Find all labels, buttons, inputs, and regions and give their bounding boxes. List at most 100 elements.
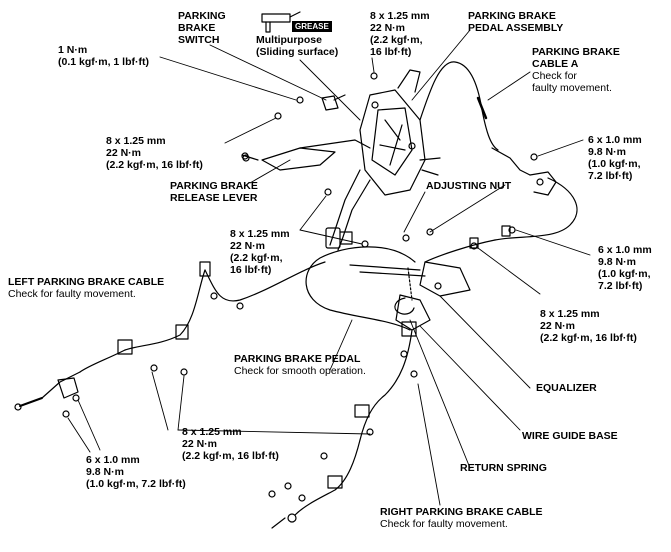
label-line: 7.2 lbf·ft)	[598, 280, 643, 292]
label-line: (1.0 kgf·m, 7.2 lbf·ft)	[86, 478, 186, 490]
bolt-icon	[470, 242, 478, 250]
label-line: Check for faulty movement.	[380, 518, 508, 530]
bolt-icon	[410, 370, 418, 378]
label-line: Check for faulty movement.	[8, 288, 136, 300]
bolt-icon	[150, 364, 158, 372]
label-line: Multipurpose	[256, 34, 322, 46]
label-line: 22 N·m	[540, 320, 576, 332]
equalizer-drawing	[349, 261, 471, 337]
label-torque-6mm-upper: 6 x 1.0 mm 9.8 N·m (1.0 kgf·m, 7.2 lbf·f…	[588, 134, 642, 182]
bolt-icon	[296, 96, 304, 104]
pedal-assembly-drawing	[325, 69, 441, 251]
label-line: faulty movement.	[532, 82, 612, 94]
bolt-icons	[62, 72, 516, 502]
label-line: PARKING BRAKE	[468, 10, 556, 22]
label-line: (1.0 kgf·m,	[588, 158, 641, 170]
label-adjusting-nut: ADJUSTING NUT	[426, 180, 511, 192]
label-line: 8 x 1.25 mm	[370, 10, 430, 22]
label-line: 22 N·m	[182, 438, 218, 450]
label-line: 6 x 1.0 mm	[588, 134, 642, 146]
label-line: 9.8 N·m	[588, 146, 626, 158]
label-line: 6 x 1.0 mm	[598, 244, 652, 256]
label-line: 22 N·m	[230, 240, 266, 252]
label-parking-brake-switch: PARKING BRAKE SWITCH	[178, 10, 226, 46]
right-cable-loop-drawing	[305, 246, 416, 331]
label-torque-left-mid: 8 x 1.25 mm 22 N·m (2.2 kgf·m, 16 lbf·ft…	[106, 135, 203, 171]
label-multipurpose-grease: Multipurpose (Sliding surface)	[256, 34, 338, 58]
label-line: (2.2 kgf·m,	[230, 252, 283, 264]
bolt-icon	[324, 188, 332, 196]
pedal-pad-icon	[325, 227, 341, 249]
grease-badge: GREASE	[292, 21, 332, 32]
brake-switch-drawing	[321, 94, 346, 111]
bolt-icon	[268, 490, 276, 498]
label-wire-guide-base: WIRE GUIDE BASE	[522, 430, 618, 442]
label-equalizer: EQUALIZER	[536, 382, 597, 394]
label-line: WIRE GUIDE BASE	[522, 430, 618, 442]
label-torque-1nm: 1 N·m (0.1 kgf·m, 1 lbf·ft)	[58, 44, 149, 68]
bolt-icon	[320, 452, 328, 460]
label-line: (2.2 kgf·m, 16 lbf·ft)	[182, 450, 279, 462]
leader-lines	[67, 29, 591, 506]
label-line: 6 x 1.0 mm	[86, 454, 140, 466]
label-line: BRAKE	[178, 22, 216, 34]
label-torque-bottom-center: 8 x 1.25 mm 22 N·m (2.2 kgf·m, 16 lbf·ft…	[182, 426, 279, 462]
grease-gun-icon	[261, 11, 301, 33]
label-line: 9.8 N·m	[598, 256, 636, 268]
label-line: (2.2 kgf·m, 16 lbf·ft)	[540, 332, 637, 344]
label-line: 8 x 1.25 mm	[106, 135, 166, 147]
label-torque-6mm-left: 6 x 1.0 mm 9.8 N·m (1.0 kgf·m, 7.2 lbf·f…	[86, 454, 186, 490]
bolt-icon	[508, 226, 516, 234]
bolt-icon	[180, 368, 188, 376]
bolt-icon	[236, 302, 244, 310]
label-line: PARKING	[178, 10, 226, 22]
label-line: CABLE A	[532, 58, 579, 70]
label-line: 16 lbf·ft)	[230, 264, 272, 276]
label-pedal-assembly: PARKING BRAKE PEDAL ASSEMBLY	[468, 10, 563, 34]
label-line: 8 x 1.25 mm	[230, 228, 290, 240]
bolt-icon	[298, 494, 306, 502]
label-line: 16 lbf·ft)	[370, 46, 412, 58]
label-torque-center: 8 x 1.25 mm 22 N·m (2.2 kgf·m, 16 lbf·ft…	[230, 228, 290, 276]
left-cable-drawing	[14, 261, 326, 411]
bolt-icon	[402, 234, 410, 242]
label-line: RELEASE LEVER	[170, 192, 258, 204]
label-line: (2.2 kgf·m, 16 lbf·ft)	[106, 159, 203, 171]
label-torque-6mm-right: 6 x 1.0 mm 9.8 N·m (1.0 kgf·m, 7.2 lbf·f…	[598, 244, 652, 292]
label-cable-a: PARKING BRAKE CABLE A Check for faulty m…	[532, 46, 620, 94]
bolt-icon	[274, 112, 282, 120]
label-line: PEDAL ASSEMBLY	[468, 22, 564, 34]
label-line: SWITCH	[178, 34, 220, 46]
bolt-icon	[284, 482, 292, 490]
label-parking-brake-pedal: PARKING BRAKE PEDAL Check for smooth ope…	[234, 353, 366, 377]
bolt-icon	[370, 72, 378, 80]
label-line: Check for	[532, 70, 577, 82]
label-line: PARKING BRAKE	[170, 180, 258, 192]
label-line: 22 N·m	[106, 147, 142, 159]
release-lever-drawing	[241, 139, 371, 171]
label-line: EQUALIZER	[536, 382, 597, 394]
label-line: LEFT PARKING BRAKE CABLE	[8, 276, 165, 288]
label-line: (0.1 kgf·m, 1 lbf·ft)	[58, 56, 149, 68]
label-line: 9.8 N·m	[86, 466, 124, 478]
label-line: 8 x 1.25 mm	[182, 426, 242, 438]
label-line: 7.2 lbf·ft)	[588, 170, 633, 182]
bolt-icon	[426, 228, 434, 236]
bolt-icon	[210, 292, 218, 300]
label-return-spring: RETURN SPRING	[460, 462, 547, 474]
label-torque-top: 8 x 1.25 mm 22 N·m (2.2 kgf·m, 16 lbf·ft…	[370, 10, 430, 58]
label-torque-right-mid: 8 x 1.25 mm 22 N·m (2.2 kgf·m, 16 lbf·ft…	[540, 308, 637, 344]
label-line: RIGHT PARKING BRAKE CABLE	[380, 506, 543, 518]
label-release-lever: PARKING BRAKE RELEASE LEVER	[170, 180, 258, 204]
label-line: ADJUSTING NUT	[426, 180, 512, 192]
label-line: PARKING BRAKE	[532, 46, 620, 58]
bolt-icon	[400, 350, 408, 358]
return-spring-icon	[394, 297, 415, 315]
label-left-cable: LEFT PARKING BRAKE CABLE Check for fault…	[8, 276, 164, 300]
bolt-icon	[62, 410, 70, 418]
right-cable-drawing	[271, 329, 413, 529]
right-bracket-drawing	[424, 177, 578, 263]
bolt-icon	[72, 394, 80, 402]
